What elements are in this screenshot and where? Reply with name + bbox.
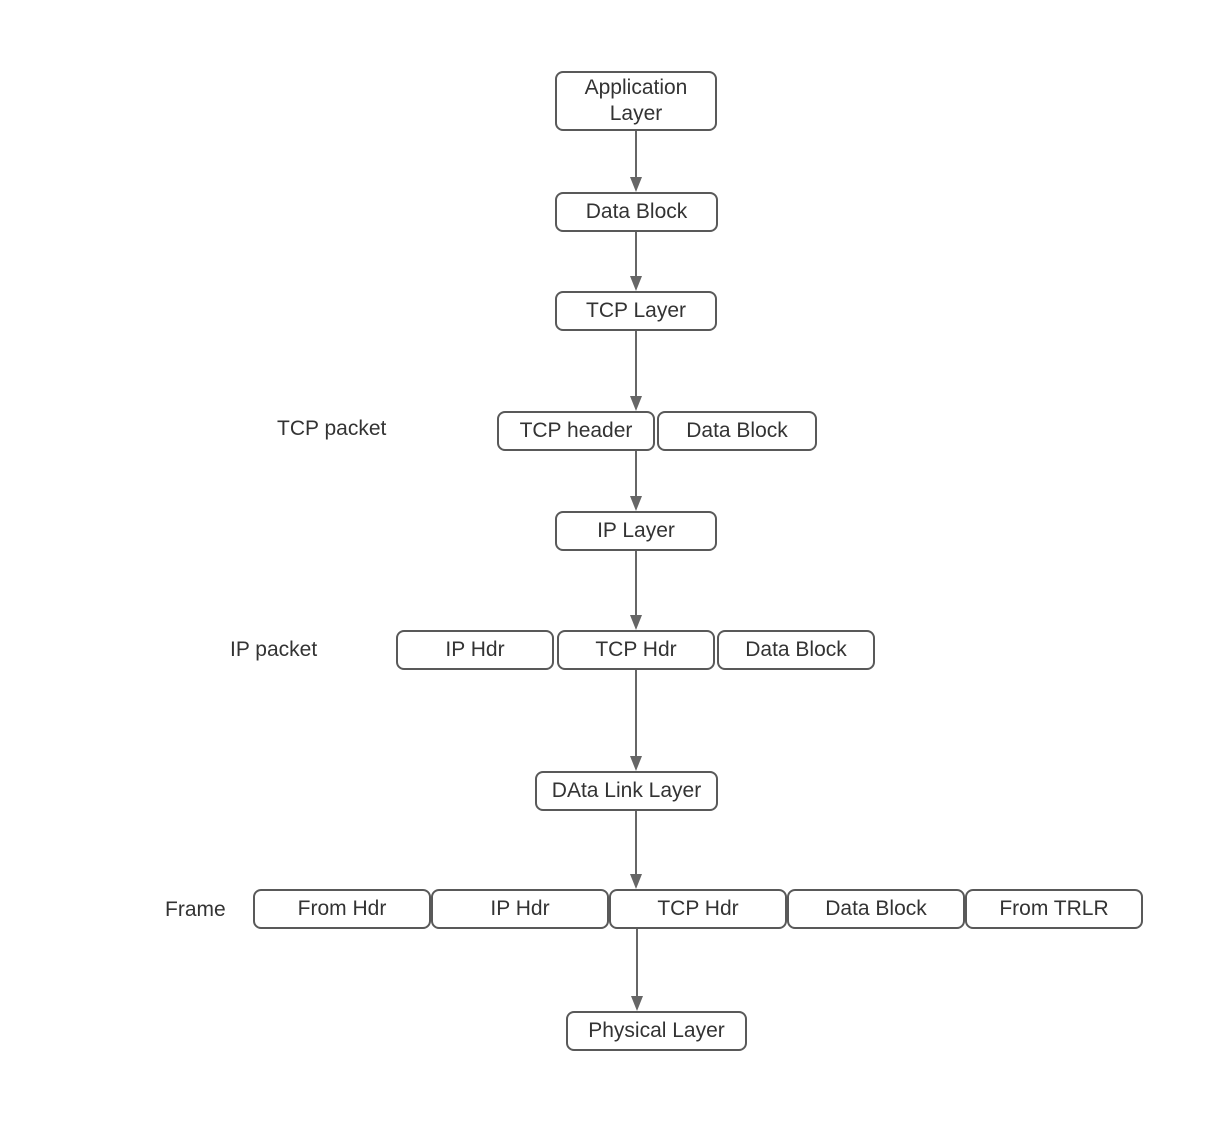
arrow-shaft [635, 670, 637, 756]
arrow-datablock-to-tcp-layer [629, 232, 643, 291]
arrow-shaft [635, 551, 637, 615]
arrow-shaft [635, 451, 637, 496]
arrow-ip-layer-to-ip-packet [629, 551, 643, 630]
arrow-application-to-datablock [629, 131, 643, 192]
node-data-block-top: Data Block [555, 192, 718, 232]
arrowhead-down-icon [630, 615, 642, 630]
arrow-data-link-to-frame [629, 811, 643, 889]
arrow-shaft [636, 929, 638, 996]
arrowhead-down-icon [630, 177, 642, 192]
arrowhead-down-icon [630, 396, 642, 411]
arrow-frame-to-physical [630, 929, 644, 1011]
arrowhead-down-icon [631, 996, 643, 1011]
node-data-link-layer: DAta Link Layer [535, 771, 718, 811]
node-tcp-packet-data-block: Data Block [657, 411, 817, 451]
arrowhead-down-icon [630, 496, 642, 511]
node-ip-packet-tcp-hdr: TCP Hdr [557, 630, 715, 670]
arrowhead-down-icon [630, 874, 642, 889]
arrow-shaft [635, 232, 637, 276]
node-frame-tcp-hdr: TCP Hdr [609, 889, 787, 929]
node-ip-layer: IP Layer [555, 511, 717, 551]
node-physical-layer: Physical Layer [566, 1011, 747, 1051]
node-ip-packet-ip-hdr: IP Hdr [396, 630, 554, 670]
arrow-ip-packet-to-data-link [629, 670, 643, 771]
label-frame: Frame [165, 898, 226, 921]
node-frame-data-block: Data Block [787, 889, 965, 929]
arrow-shaft [635, 331, 637, 396]
node-tcp-layer: TCP Layer [555, 291, 717, 331]
label-tcp-packet: TCP packet [277, 417, 387, 440]
label-ip-packet: IP packet [230, 638, 318, 661]
node-frame-ip-hdr: IP Hdr [431, 889, 609, 929]
arrow-shaft [635, 131, 637, 177]
node-ip-packet-data-block: Data Block [717, 630, 875, 670]
node-frame-from-trlr: From TRLR [965, 889, 1143, 929]
node-tcp-packet-header: TCP header [497, 411, 655, 451]
arrowhead-down-icon [630, 276, 642, 291]
arrowhead-down-icon [630, 756, 642, 771]
arrow-tcp-packet-to-ip-layer [629, 451, 643, 511]
node-frame-from-hdr: From Hdr [253, 889, 431, 929]
arrow-shaft [635, 811, 637, 874]
arrow-tcp-layer-to-tcp-packet [629, 331, 643, 411]
node-application-layer: Application Layer [555, 71, 717, 131]
